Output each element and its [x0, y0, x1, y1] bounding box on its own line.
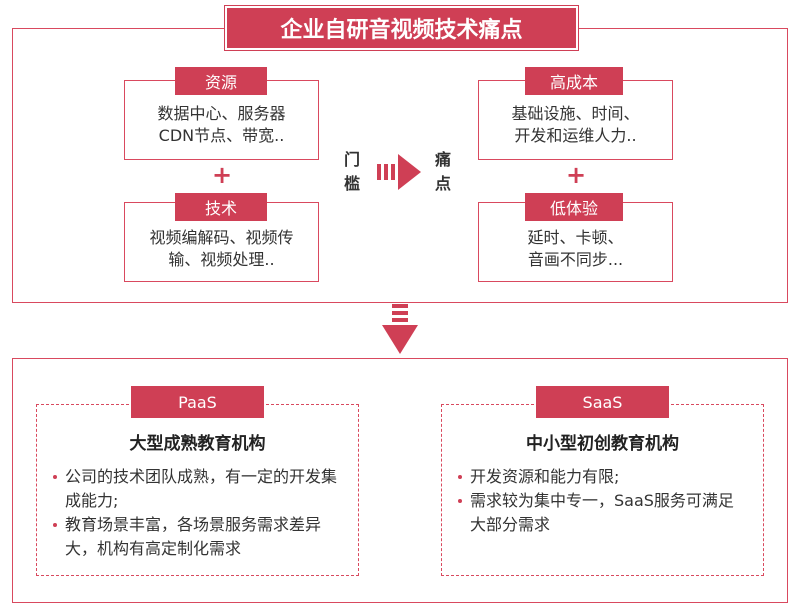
- right-arrow-icon: [377, 154, 421, 190]
- high-cost-tag: 高成本: [525, 67, 623, 95]
- paas-bullet-list: 公司的技术团队成熟，有一定的开发集成能力; 教育场景丰富，各场景服务需求差异大，…: [51, 465, 344, 561]
- saas-bullet-list: 开发资源和能力有限; 需求较为集中专一，SaaS服务可满足大部分需求: [456, 465, 749, 537]
- resource-tag: 资源: [175, 67, 267, 95]
- diagram-title: 企业自研音视频技术痛点: [225, 6, 578, 50]
- low-experience-text: 延时、卡顿、 音画不同步...: [527, 228, 624, 269]
- technology-tag: 技术: [175, 193, 267, 221]
- solutions-frame: [12, 358, 788, 603]
- pain-label: 痛点: [434, 150, 451, 193]
- saas-tag: SaaS: [536, 386, 669, 418]
- list-item: 开发资源和能力有限;: [456, 465, 749, 489]
- low-experience-tag: 低体验: [525, 193, 623, 221]
- list-item: 公司的技术团队成熟，有一定的开发集成能力;: [51, 465, 344, 513]
- resource-text: 数据中心、服务器 CDN节点、带宽..: [157, 104, 286, 145]
- paas-tag: PaaS: [131, 386, 264, 418]
- saas-box: 中小型初创教育机构 开发资源和能力有限; 需求较为集中专一，SaaS服务可满足大…: [441, 404, 764, 576]
- high-cost-box: 基础设施、时间、 开发和运维人力..: [478, 80, 673, 160]
- technology-text: 视频编解码、视频传 输、视频处理..: [149, 228, 294, 269]
- down-arrow-icon: [382, 304, 418, 354]
- threshold-label: 门槛: [343, 150, 360, 193]
- paas-box: 大型成熟教育机构 公司的技术团队成熟，有一定的开发集成能力; 教育场景丰富，各场…: [36, 404, 359, 576]
- list-item: 教育场景丰富，各场景服务需求差异大，机构有高定制化需求: [51, 513, 344, 561]
- plus-icon-left: +: [212, 161, 233, 189]
- saas-title: 中小型初创教育机构: [526, 434, 679, 454]
- high-cost-text: 基础设施、时间、 开发和运维人力..: [511, 104, 640, 145]
- low-experience-box: 延时、卡顿、 音画不同步...: [478, 202, 673, 282]
- list-item: 需求较为集中专一，SaaS服务可满足大部分需求: [456, 489, 749, 537]
- paas-title: 大型成熟教育机构: [129, 434, 266, 454]
- plus-icon-right: +: [566, 161, 587, 189]
